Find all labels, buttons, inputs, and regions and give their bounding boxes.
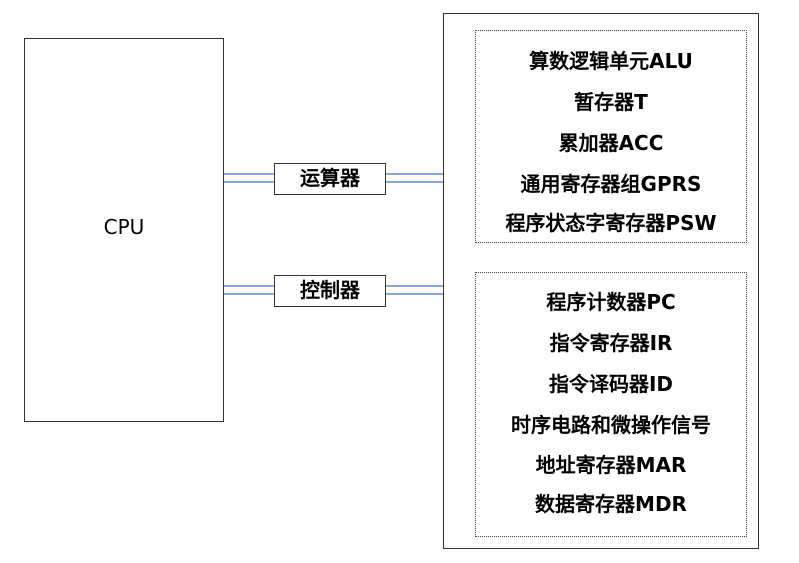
component-psw: 程序状态字寄存器PSW xyxy=(505,211,717,235)
cpu-box: CPU xyxy=(24,38,224,422)
component-accumulator: 累加器ACC xyxy=(558,131,664,155)
component-gprs: 通用寄存器组GPRS xyxy=(520,172,702,196)
component-mdr: 数据寄存器MDR xyxy=(535,492,687,516)
component-ir: 指令寄存器IR xyxy=(549,331,673,355)
component-id: 指令译码器ID xyxy=(548,372,674,396)
cpu-components-box xyxy=(443,13,759,549)
component-timing-circuit: 时序电路和微操作信号 xyxy=(511,413,711,437)
control-unit-label: 控制器 xyxy=(274,275,386,307)
cpu-label: CPU xyxy=(103,215,145,239)
arithmetic-components-group: 算数逻辑单元ALU 暂存器T 累加器ACC 通用寄存器组GPRS 程序状态字寄存… xyxy=(475,30,747,243)
arithmetic-unit-label: 运算器 xyxy=(274,163,386,195)
control-components-group: 程序计数器PC 指令寄存器IR 指令译码器ID 时序电路和微操作信号 地址寄存器… xyxy=(475,272,747,537)
component-alu: 算数逻辑单元ALU xyxy=(529,49,693,73)
component-pc: 程序计数器PC xyxy=(546,290,676,314)
component-temp-register: 暂存器T xyxy=(574,90,648,114)
component-mar: 地址寄存器MAR xyxy=(535,453,687,477)
